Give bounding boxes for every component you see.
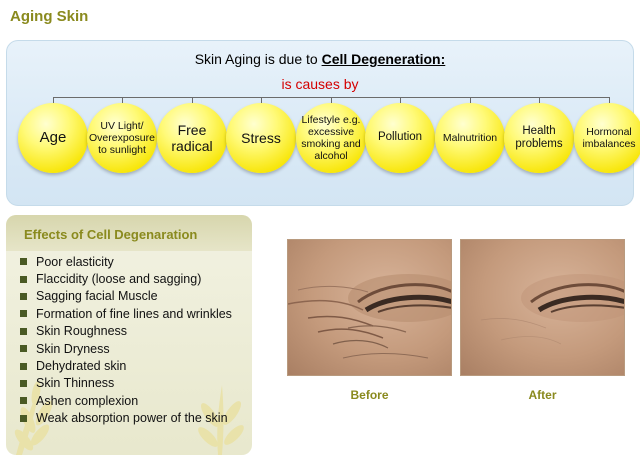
effects-header [6,215,252,251]
cause-circle-hormonal-imbalances: Hormonal imbalances [574,103,640,173]
cause-circle-lifestyle: Lifestyle e.g. excessive smoking and alc… [296,103,366,173]
cause-label: Hormonal imbalances [582,125,636,150]
effect-label: Ashen complexion [36,393,139,408]
square-bullet-icon [20,292,27,300]
list-item: Ashen complexion [20,392,232,409]
square-bullet-icon [20,414,27,422]
effects-panel: Effects of Cell Degenaration Poor elasti… [6,215,252,455]
list-item: Dehydrated skin [20,357,232,374]
leaf-decoration-icon [14,381,53,455]
square-bullet-icon [20,310,27,318]
list-item: Skin Thinness [20,375,232,392]
cause-circle-pollution: Pollution [365,103,435,173]
wrinkled-eye-image [288,274,451,359]
list-item: Poor elasticity [20,253,232,270]
list-item: Sagging facial Muscle [20,288,232,305]
before-photo [287,239,452,376]
smooth-eye-image [480,274,624,345]
leaf-decoration-icon [198,385,244,455]
page-title: Aging Skin [10,8,89,25]
effect-label: Sagging facial Muscle [36,289,158,304]
causes-subheading: is causes by [281,76,359,92]
cause-label: Age [39,129,67,147]
cause-label: Malnutrition [442,131,498,144]
list-item: Skin Roughness [20,323,232,340]
square-bullet-icon [20,275,27,283]
cause-label: Stress [241,129,281,146]
effect-label: Formation of fine lines and wrinkles [36,306,232,321]
effect-label: Skin Roughness [36,324,128,339]
cause-circle-uv-light: UV Light/ Overexposure to sunlight [87,103,157,173]
square-bullet-icon [20,379,27,387]
before-caption: Before [350,388,389,402]
cause-label: UV Light/ Overexposure to sunlight [89,119,155,157]
after-caption: After [528,388,557,402]
cause-label: Free radical [171,121,213,154]
cause-circle-malnutrition: Malnutrition [435,103,505,173]
cause-label: Lifestyle e.g. excessive smoking and alc… [301,113,361,163]
square-bullet-icon [20,327,27,335]
square-bullet-icon [20,362,27,370]
causes-heading-strong: Cell Degeneration: [321,51,446,67]
after-photo [460,239,625,376]
effects-title: Effects of Cell Degenaration [24,227,198,242]
list-item: Skin Dryness [20,340,232,357]
effect-label: Flaccidity (loose and sagging) [36,272,202,287]
cause-circle-stress: Stress [226,103,296,173]
cause-circle-free-radical: Free radical [157,103,227,173]
square-bullet-icon [20,258,27,266]
effect-label: Skin Dryness [36,341,110,356]
effect-label: Dehydrated skin [36,359,127,374]
square-bullet-icon [20,345,27,353]
cause-circle-age: Age [18,103,88,173]
causes-heading: Skin Aging is due to Cell Degeneration: [7,51,633,67]
effect-label: Skin Thinness [36,376,115,391]
effects-list: Poor elasticity Flaccidity (loose and sa… [20,253,232,427]
causes-heading-prefix: Skin Aging is due to [194,51,318,67]
cause-circle-health-problems: Health problems [504,103,574,173]
cause-label: Pollution [377,131,423,144]
list-item: Weak absorption power of the skin [20,410,232,427]
effect-label: Poor elasticity [36,254,114,269]
effect-label: Weak absorption power of the skin [36,411,228,426]
square-bullet-icon [20,397,27,405]
list-item: Flaccidity (loose and sagging) [20,270,232,287]
list-item: Formation of fine lines and wrinkles [20,305,232,322]
cause-label: Health problems [515,124,563,150]
causes-panel: Skin Aging is due to Cell Degeneration: … [6,40,640,206]
